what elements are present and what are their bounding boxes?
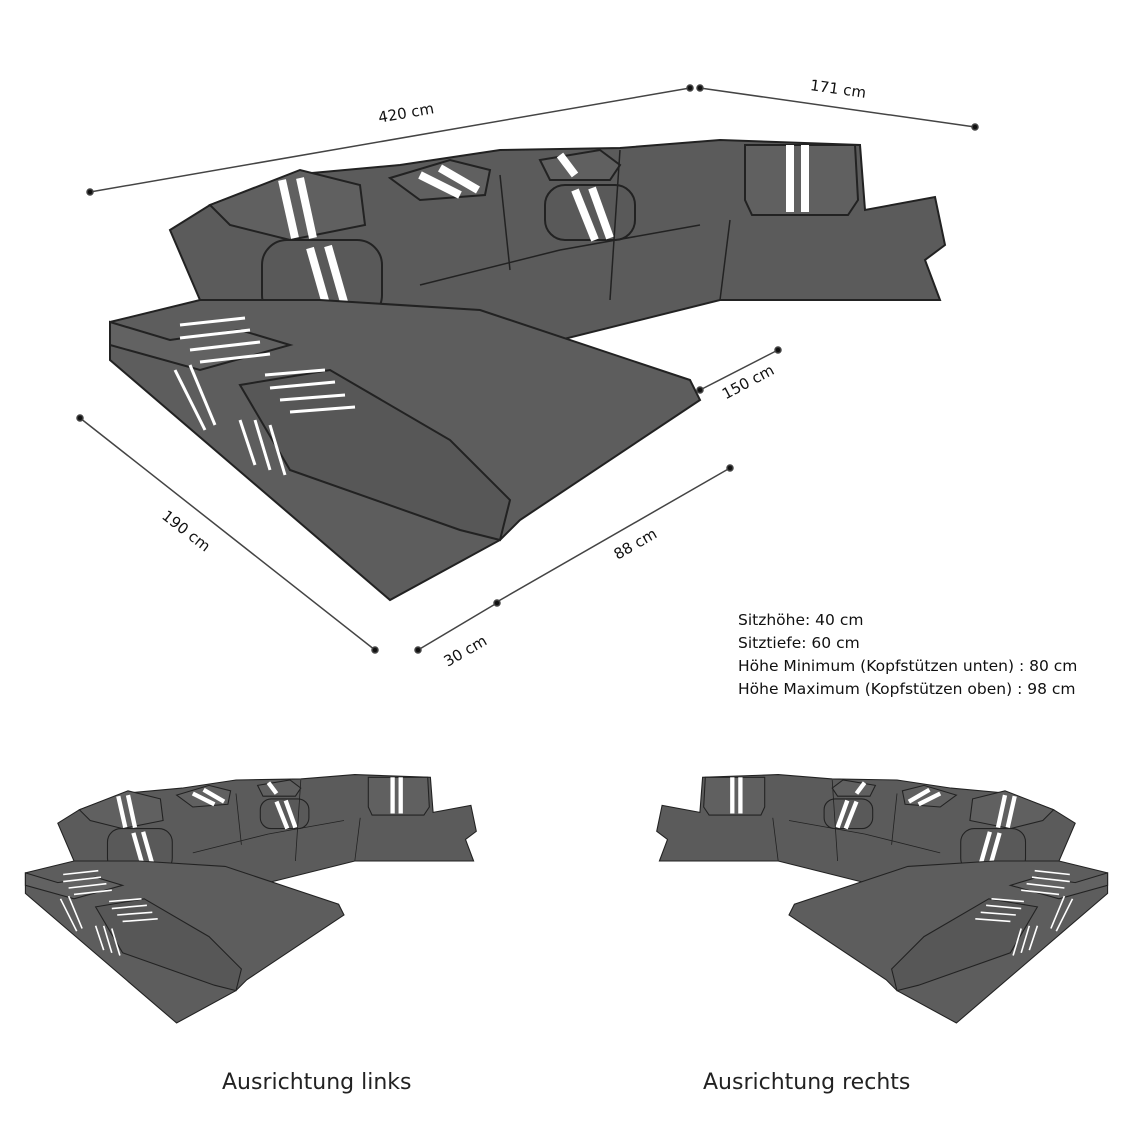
caption-right-orientation: Ausrichtung rechts <box>703 1070 911 1095</box>
main-sofa-illustration <box>110 140 945 600</box>
specifications-list: Sitzhöhe: 40 cm Sitztiefe: 60 cm Höhe Mi… <box>738 609 1077 701</box>
dimension-lines <box>76 84 979 654</box>
sofa-right-variant <box>657 775 1108 1023</box>
sofa-left-variant <box>25 775 476 1023</box>
spec-seat-depth: Sitztiefe: 60 cm <box>738 634 860 652</box>
spec-height-max: Höhe Maximum (Kopfstützen oben) : 98 cm <box>738 680 1076 698</box>
caption-left-orientation: Ausrichtung links <box>222 1070 412 1095</box>
spec-height-min: Höhe Minimum (Kopfstützen unten) : 80 cm <box>738 657 1078 675</box>
spec-seat-height: Sitzhöhe: 40 cm <box>738 611 864 629</box>
